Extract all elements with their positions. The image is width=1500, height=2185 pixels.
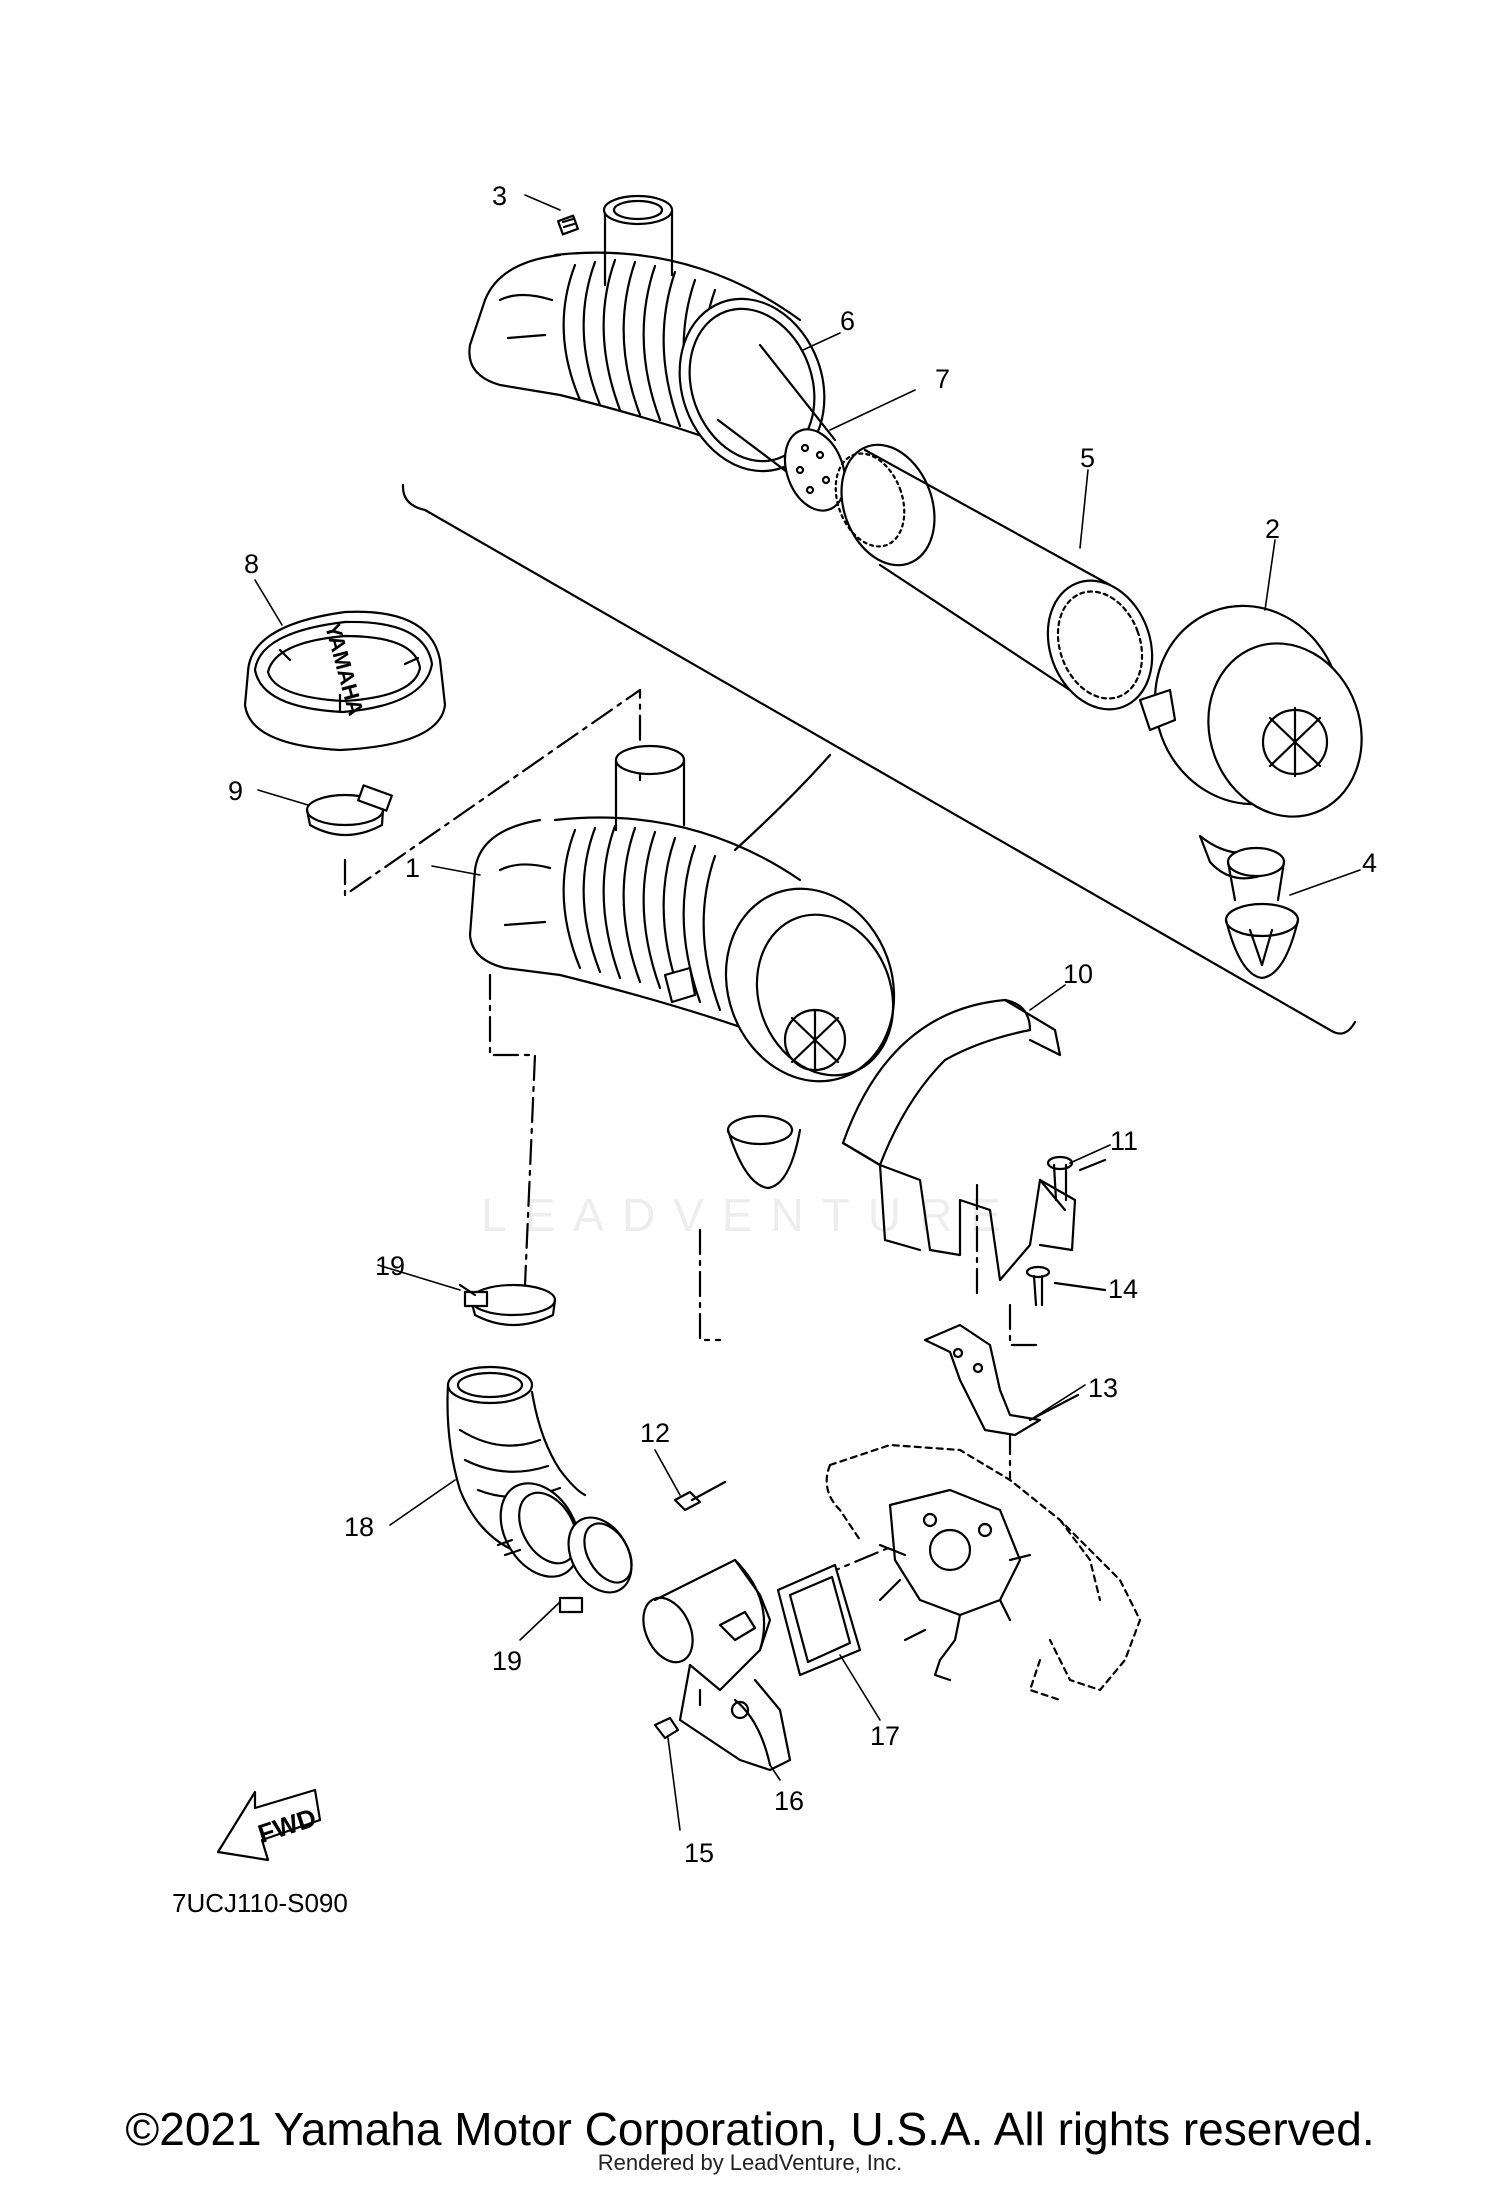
carburetor [878,1488,1032,1682]
callout-6: 6 [840,306,855,336]
bolt-12 [673,1480,727,1512]
callout-10: 10 [1063,959,1093,989]
callout-7: 7 [935,364,950,394]
callout-16: 16 [774,1786,804,1816]
fwd-arrow-icon [216,1788,322,1862]
callout-2: 2 [1265,514,1280,544]
bracket-leader [733,753,832,852]
callout-9: 9 [228,776,243,806]
callout-13: 13 [1088,1373,1118,1403]
callout-19a: 19 [375,1251,405,1281]
cap-assembly-2 [1138,604,1363,880]
leader-lines [254,194,1361,1831]
alignment-lines [343,688,1045,1587]
callout-18: 18 [344,1512,374,1542]
hose-clamp-19b [558,1516,633,1614]
callout-1: 1 [405,853,420,883]
joint-18 [446,1365,587,1578]
group-bracket [401,483,1357,1035]
gasket-17 [776,1563,862,1677]
copyright-notice: ©2021 Yamaha Motor Corporation, U.S.A. A… [125,2103,1375,2155]
rendered-by-notice: Rendered by LeadVenture, Inc. [597,2150,903,2175]
drawing-code: 7UCJ110-S090 [172,1888,348,1918]
callout-4: 4 [1362,848,1377,878]
watermark: LEADVENTURE [481,1189,1019,1241]
hose-clamp-19a [458,1283,557,1327]
callout-19b: 19 [492,1646,522,1676]
intake-manifold [825,1443,1142,1702]
callout-5: 5 [1080,443,1095,473]
callout-3: 3 [492,181,507,211]
bolt-14 [1025,1265,1107,1307]
hose-clamp-9 [305,784,393,836]
band-10 [841,998,1077,1282]
bolt-15 [653,1716,680,1740]
callout-17: 17 [870,1721,900,1751]
bolt-11 [1046,1155,1107,1202]
cover-8 [243,610,447,752]
air-cleaner-case-1 [468,744,896,1190]
valve-4 [1224,846,1300,980]
callout-14: 14 [1108,1274,1138,1304]
callout-8: 8 [244,549,259,579]
callout-11: 11 [1110,1126,1138,1156]
cap-nut-3 [556,214,580,236]
throttle-body-16 [642,1558,792,1772]
bracket-13 [923,1323,1080,1437]
callout-12: 12 [640,1418,670,1448]
upper-air-cleaner-case [468,194,847,512]
element-5 [834,443,1154,711]
callout-15: 15 [684,1838,714,1868]
